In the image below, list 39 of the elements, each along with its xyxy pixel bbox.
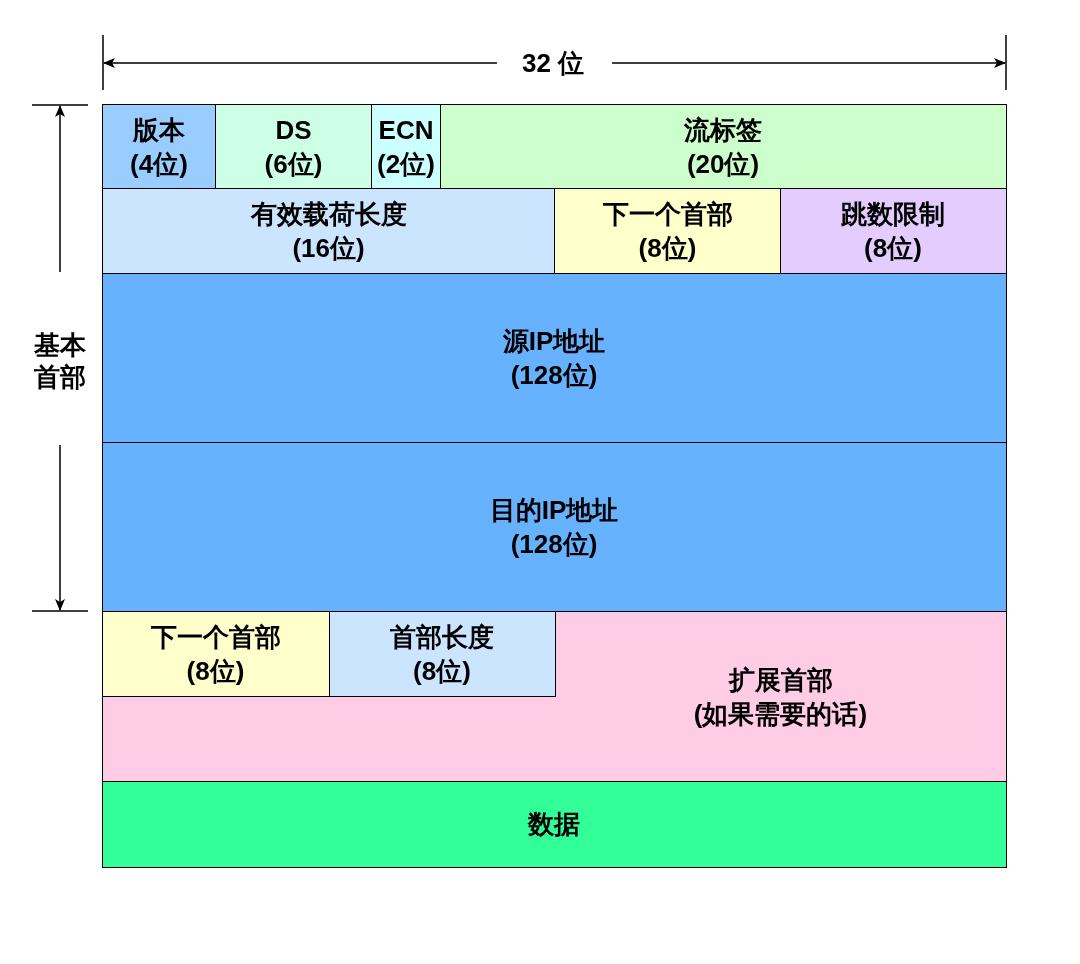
field-name: 有效载荷长度 <box>250 198 407 231</box>
field-box <box>780 188 1007 275</box>
field-name: 扩展首部 <box>728 663 833 697</box>
field-box <box>101 610 331 698</box>
field-box <box>102 188 556 275</box>
field-name: 下一个首部 <box>602 198 733 231</box>
field-size: (8位) <box>413 654 471 688</box>
field-size: (20位) <box>686 147 760 181</box>
field-size: (8位) <box>864 232 922 265</box>
field-size: (8位) <box>186 654 245 688</box>
field-name: 下一个首部 <box>150 620 281 654</box>
field-name: 目的IP地址 <box>489 494 619 527</box>
field-name: 流标签 <box>684 113 762 147</box>
field-size: (8位) <box>638 232 697 265</box>
field-name: 源IP地址 <box>502 325 606 358</box>
field-size: (128位) <box>510 359 598 392</box>
field-size: (16位) <box>292 232 365 265</box>
dimension-label: 基本首部 <box>32 329 88 393</box>
field-name: 数据 <box>528 808 580 841</box>
field-box <box>102 442 1007 613</box>
data-box <box>102 781 1007 868</box>
field-size: (6位) <box>264 147 323 181</box>
field-box <box>102 104 217 190</box>
field-box <box>102 611 1007 783</box>
field-size: (128位) <box>510 528 598 561</box>
field-box <box>102 273 1007 444</box>
field-name: 版本 <box>133 113 185 147</box>
field-note: (如果需要的话) <box>693 697 868 731</box>
field-name: ECN <box>378 113 434 147</box>
field-box <box>215 104 373 190</box>
field-box <box>328 610 557 698</box>
field-box <box>440 104 1007 190</box>
field-box <box>554 188 782 275</box>
field-size: (2位) <box>377 147 435 181</box>
field-name: 首部长度 <box>390 620 494 654</box>
field-size: (4位) <box>130 147 188 181</box>
field-name: 跳数限制 <box>841 198 945 231</box>
field-box <box>371 104 442 190</box>
field-name: DS <box>275 113 312 147</box>
